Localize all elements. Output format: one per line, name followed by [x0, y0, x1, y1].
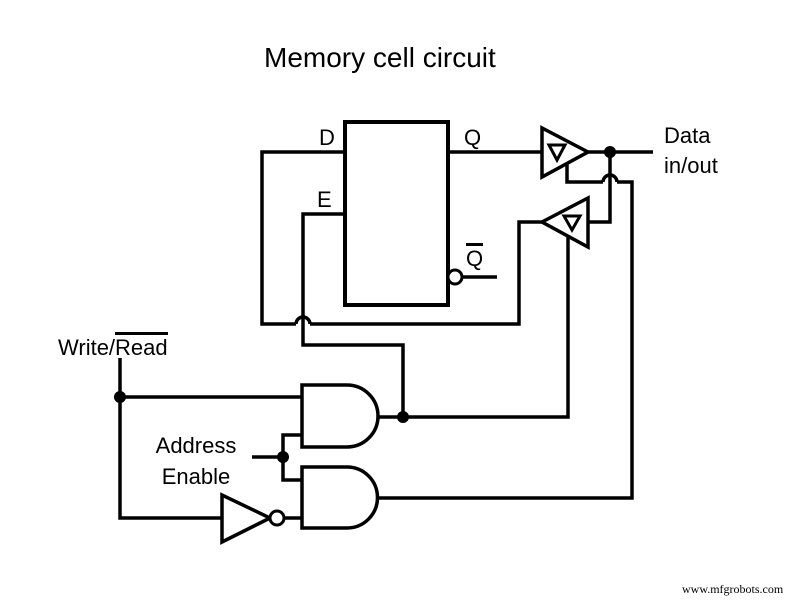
read-enable-wire — [377, 163, 634, 500]
watermark-text: www.mfgrobots.com — [682, 582, 784, 596]
input-tristate-buffer — [538, 195, 590, 250]
latch-e-pin-label: E — [317, 187, 332, 212]
data-in-wire — [588, 152, 612, 224]
tristate-enable-mark-icon — [561, 214, 583, 234]
write-and-gate — [300, 383, 380, 449]
latch-d-pin-label: D — [319, 125, 335, 150]
qbar-overbar-text: Q — [466, 243, 484, 270]
qbar-bubble-icon — [446, 268, 464, 286]
write-read-inverter — [220, 492, 274, 545]
write-read-wire — [118, 358, 222, 520]
inverter-bubble-icon — [268, 509, 286, 527]
write-enable-wire — [377, 236, 570, 419]
latch-qbar-pin-label: Q — [466, 243, 484, 270]
d-latch-box — [343, 120, 450, 307]
junction-dot — [604, 146, 616, 158]
junction-dot — [277, 451, 289, 463]
junction-dot — [114, 391, 126, 403]
read-and-gate — [300, 465, 380, 530]
diagram-title: Memory cell circuit — [264, 42, 496, 73]
read-overbar-text: Read — [115, 332, 168, 359]
tristate-enable-mark-icon — [546, 143, 568, 164]
output-tristate-buffer — [540, 125, 592, 180]
latch-enable-wire — [301, 212, 405, 417]
write-read-label: Write/Read — [58, 332, 168, 359]
latch-q-pin-label: Q — [464, 125, 482, 150]
junction-dot — [397, 411, 409, 423]
